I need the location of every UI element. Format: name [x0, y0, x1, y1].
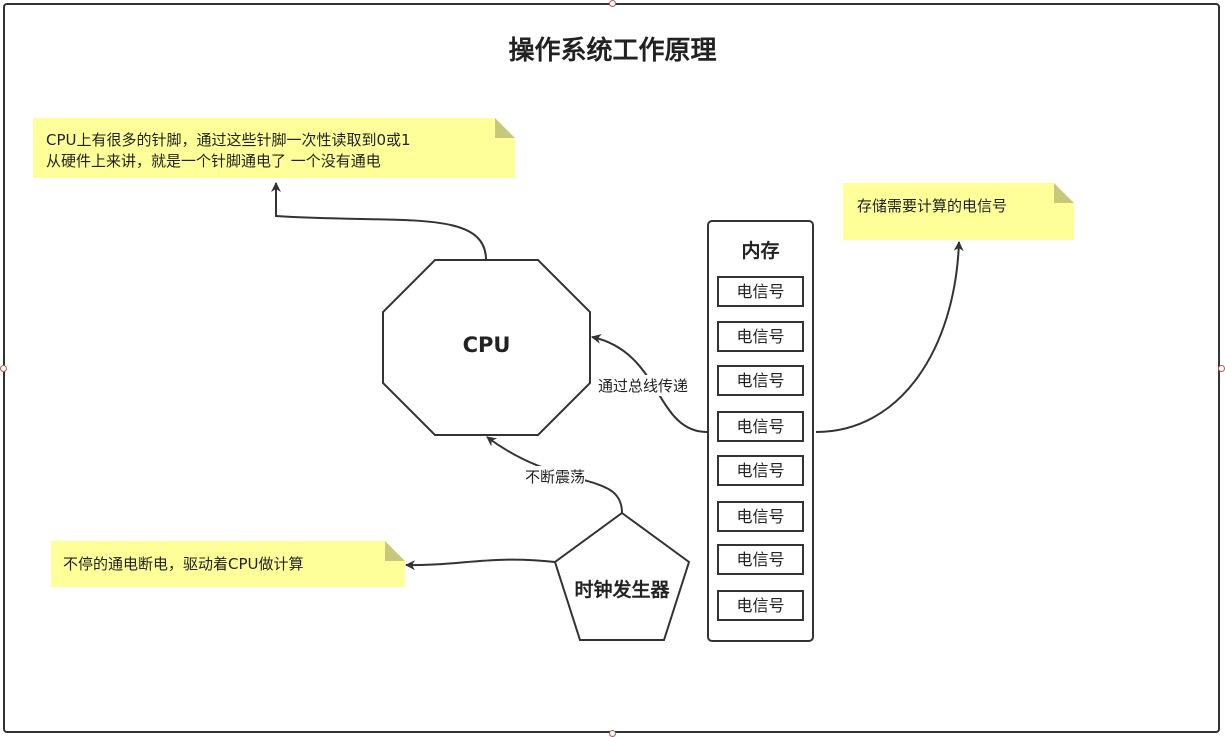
memory-cell[interactable]: 电信号	[717, 590, 804, 621]
memory-cell[interactable]: 电信号	[717, 321, 804, 352]
cpu-shape[interactable]	[382, 259, 591, 436]
edge-label-bus: 通过总线传递	[598, 375, 689, 396]
note-storage[interactable]: 存储需要计算的电信号	[843, 183, 1074, 240]
note-fold-corner	[495, 118, 515, 138]
note-clock-text: 不停的通电断电，驱动着CPU做计算	[63, 555, 304, 573]
memory-cell[interactable]: 电信号	[717, 501, 804, 532]
memory-title: 内存	[741, 240, 780, 262]
note-storage-text: 存储需要计算的电信号	[857, 197, 1008, 215]
diagram-title: 操作系统工作原理	[508, 36, 717, 66]
edge-cpu-to-pins-note[interactable]	[271, 182, 487, 261]
memory-block[interactable]: 内存 电信号 电信号 电信号 电信号 电信号 电信号 电信号 电信号	[707, 220, 814, 642]
edge-clock-to-clock-note[interactable]	[405, 558, 556, 571]
memory-cell[interactable]: 电信号	[717, 365, 804, 396]
note-fold-corner	[385, 541, 405, 561]
memory-cell[interactable]: 电信号	[717, 276, 804, 307]
memory-cell[interactable]: 电信号	[717, 455, 804, 486]
resize-handle-top[interactable]	[609, 0, 616, 7]
edge-label-oscillate: 不断震荡	[525, 466, 586, 487]
clock-label: 时钟发生器	[574, 579, 670, 601]
note-cpu-pins-line2: 从硬件上来讲，就是一个针脚通电了 一个没有通电	[46, 152, 381, 170]
memory-cell[interactable]: 电信号	[717, 411, 804, 442]
clock-shape[interactable]	[553, 511, 691, 641]
cpu-label: CPU	[462, 333, 511, 357]
edge-memory-to-storage-note[interactable]	[815, 241, 964, 433]
memory-cell[interactable]: 电信号	[717, 544, 804, 575]
note-cpu-pins-line1: CPU上有很多的针脚，通过这些针脚一次性读取到0或1	[46, 131, 411, 149]
note-clock[interactable]: 不停的通电断电，驱动着CPU做计算	[51, 541, 405, 587]
note-fold-corner	[1054, 183, 1074, 203]
resize-handle-left[interactable]	[0, 365, 7, 372]
note-cpu-pins[interactable]: CPU上有很多的针脚，通过这些针脚一次性读取到0或1 从硬件上来讲，就是一个针脚…	[33, 118, 515, 178]
